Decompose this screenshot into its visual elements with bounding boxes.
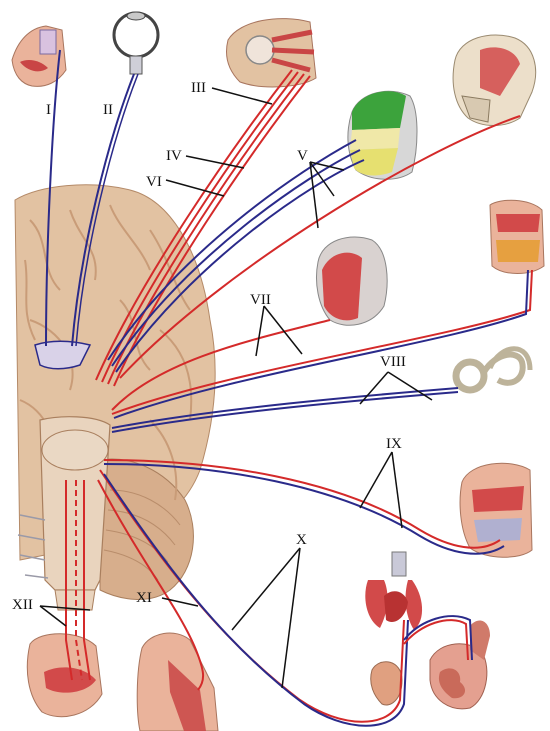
label-IX: IX <box>386 436 402 452</box>
mouth-illustration <box>490 200 544 273</box>
thoracic-organs-illustration <box>365 552 422 630</box>
pons <box>42 430 108 470</box>
ear-illustration <box>371 662 402 705</box>
label-V: V <box>297 148 308 164</box>
label-XI: XI <box>136 590 152 606</box>
tongue-illustration <box>27 634 102 717</box>
head-dermatome-illustration <box>348 91 417 179</box>
label-I: I <box>46 102 51 118</box>
abdominal-organs-illustration <box>430 621 490 709</box>
inner-ear-illustration <box>456 349 530 390</box>
label-VIII: VIII <box>380 354 406 370</box>
label-VI: VI <box>146 174 162 190</box>
label-XII: XII <box>12 597 33 613</box>
label-X: X <box>296 532 307 548</box>
label-IV: IV <box>166 148 182 164</box>
label-VII: VII <box>250 292 271 308</box>
eye-illustration <box>114 12 158 74</box>
skull-illustration <box>453 35 536 126</box>
neck-muscles-illustration <box>137 633 218 731</box>
brain-inferior-view <box>15 185 215 610</box>
label-II: II <box>103 102 113 118</box>
label-III: III <box>191 80 206 96</box>
face-muscles-illustration <box>317 237 388 325</box>
